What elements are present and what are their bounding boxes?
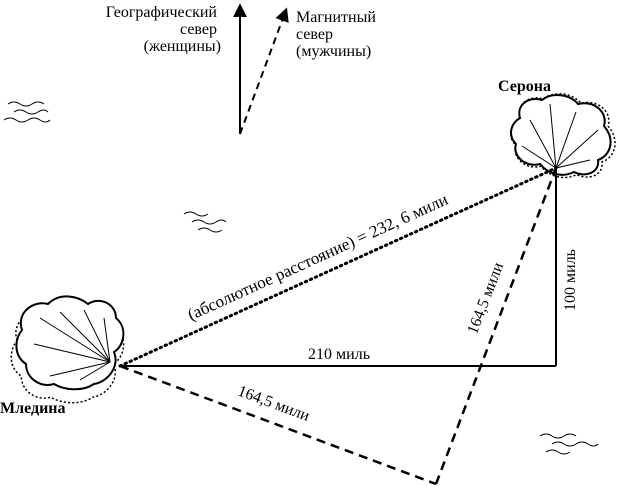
island-serona	[509, 93, 616, 179]
place-label-mledina: Мледина	[0, 400, 66, 417]
magnetic-north-label: Магнитный север (мужчины)	[296, 9, 380, 60]
route-dashed-leg-upper	[434, 167, 558, 485]
label-leg-lower: 164,5 мили	[235, 383, 312, 425]
label-horizontal-distance: 210 миль	[308, 346, 370, 363]
label-leg-upper: 164,5 мили	[464, 260, 507, 337]
sea-wave-marks	[3, 101, 599, 455]
place-label-serona: Серона	[498, 78, 551, 95]
island-mledina	[10, 295, 125, 404]
route-absolute-distance	[118, 166, 558, 368]
label-vertical-distance: 100 миль	[562, 249, 579, 311]
label-absolute-distance: (абсолютное расстояние) = 232, 6 мили	[185, 190, 451, 324]
geographic-north-label: Географический север (женщины)	[106, 4, 221, 55]
magnetic-north-arrow	[239, 7, 289, 135]
route-dashed-leg-lower	[119, 364, 437, 486]
